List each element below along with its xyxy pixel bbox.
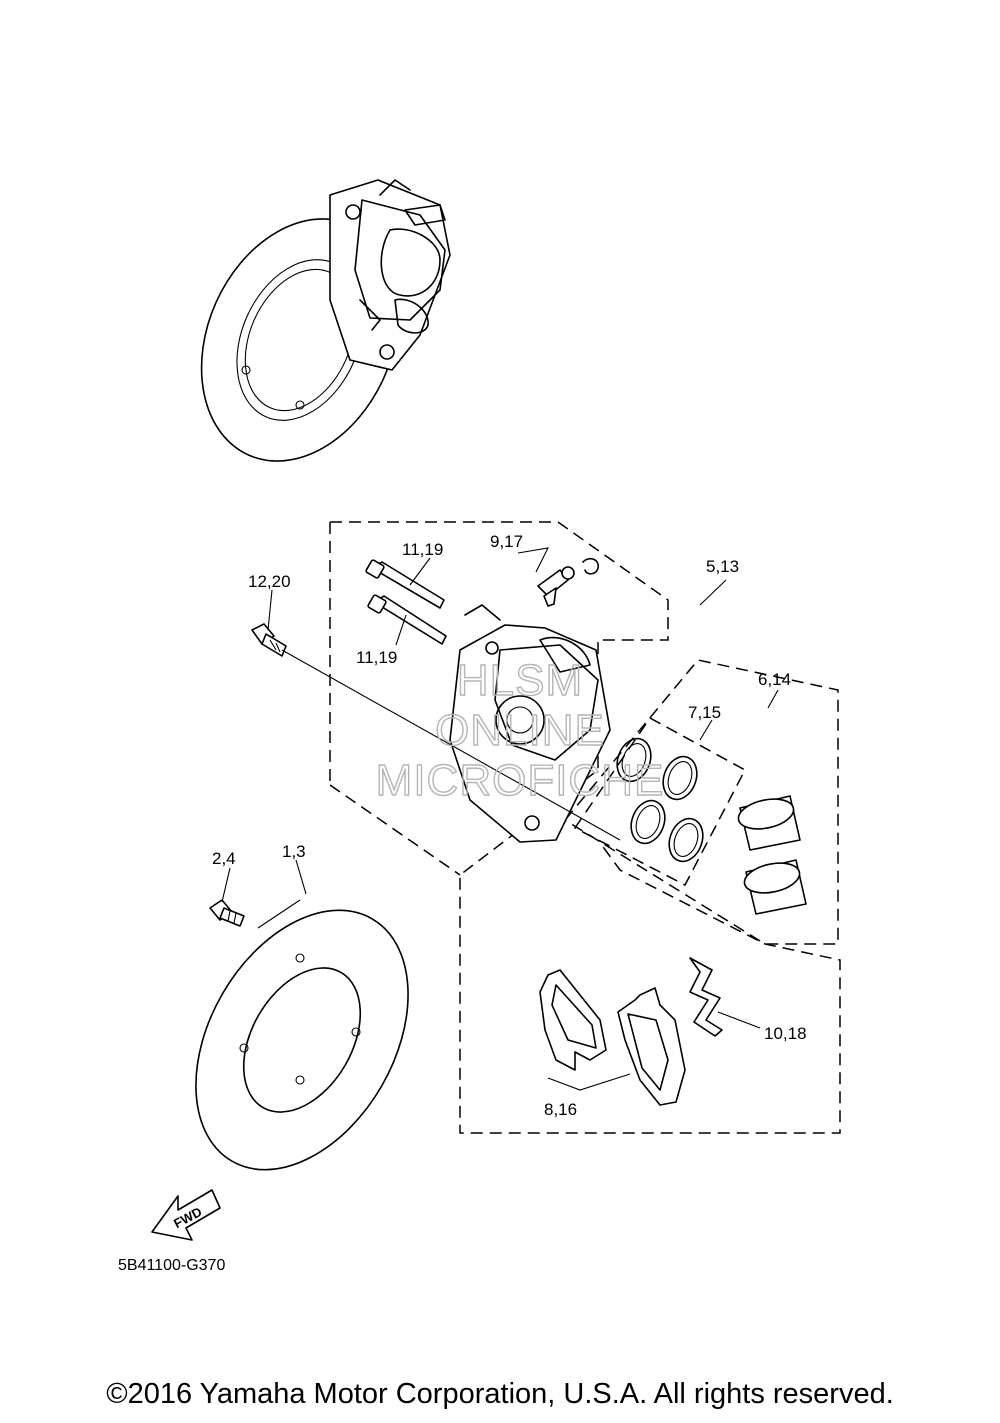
callout-7-15: 7,15 [688,703,721,722]
pad-spring [689,957,723,1037]
callout-10-18: 10,18 [764,1024,807,1043]
caliper-bolts [365,559,447,645]
callout-11-19-top: 11,19 [402,540,443,559]
watermark: HLSM ONLINE MICROFICHE [375,655,665,805]
boundary-6-14 [563,659,839,945]
pistons [737,795,807,915]
assembled-brake-illustration [200,179,451,462]
callout-6-14: 6,14 [758,670,791,689]
callout-9-17: 9,17 [490,532,523,551]
brake-disc [195,909,409,1171]
watermark-line-3: MICROFICHE [376,756,665,805]
copyright-notice: ©2016 Yamaha Motor Corporation, U.S.A. A… [106,1378,894,1410]
watermark-line-1: HLSM [457,656,583,705]
bleed-screw [537,557,600,607]
fwd-arrow-icon: FWD [151,1189,221,1241]
assembly-boundaries [329,521,841,1134]
callout-12-20: 12,20 [248,572,291,591]
brake-pads [539,969,686,1106]
disc-bolt [209,899,245,927]
diagram-code: 5B41100-G370 [118,1257,225,1274]
caliper-body [449,604,611,843]
piston-seals [616,737,704,863]
callout-1-3: 1,3 [282,842,306,861]
callout-11-19-bottom: 11,19 [356,648,397,667]
watermark-line-2: ONLINE [435,706,605,755]
callout-8-16: 8,16 [544,1100,577,1119]
leader-lines [221,547,779,1091]
boundary-5-13 [330,521,841,1134]
caliper-mount-bolt [251,623,287,657]
callout-5-13: 5,13 [706,557,739,576]
callout-2-4: 2,4 [212,849,236,868]
